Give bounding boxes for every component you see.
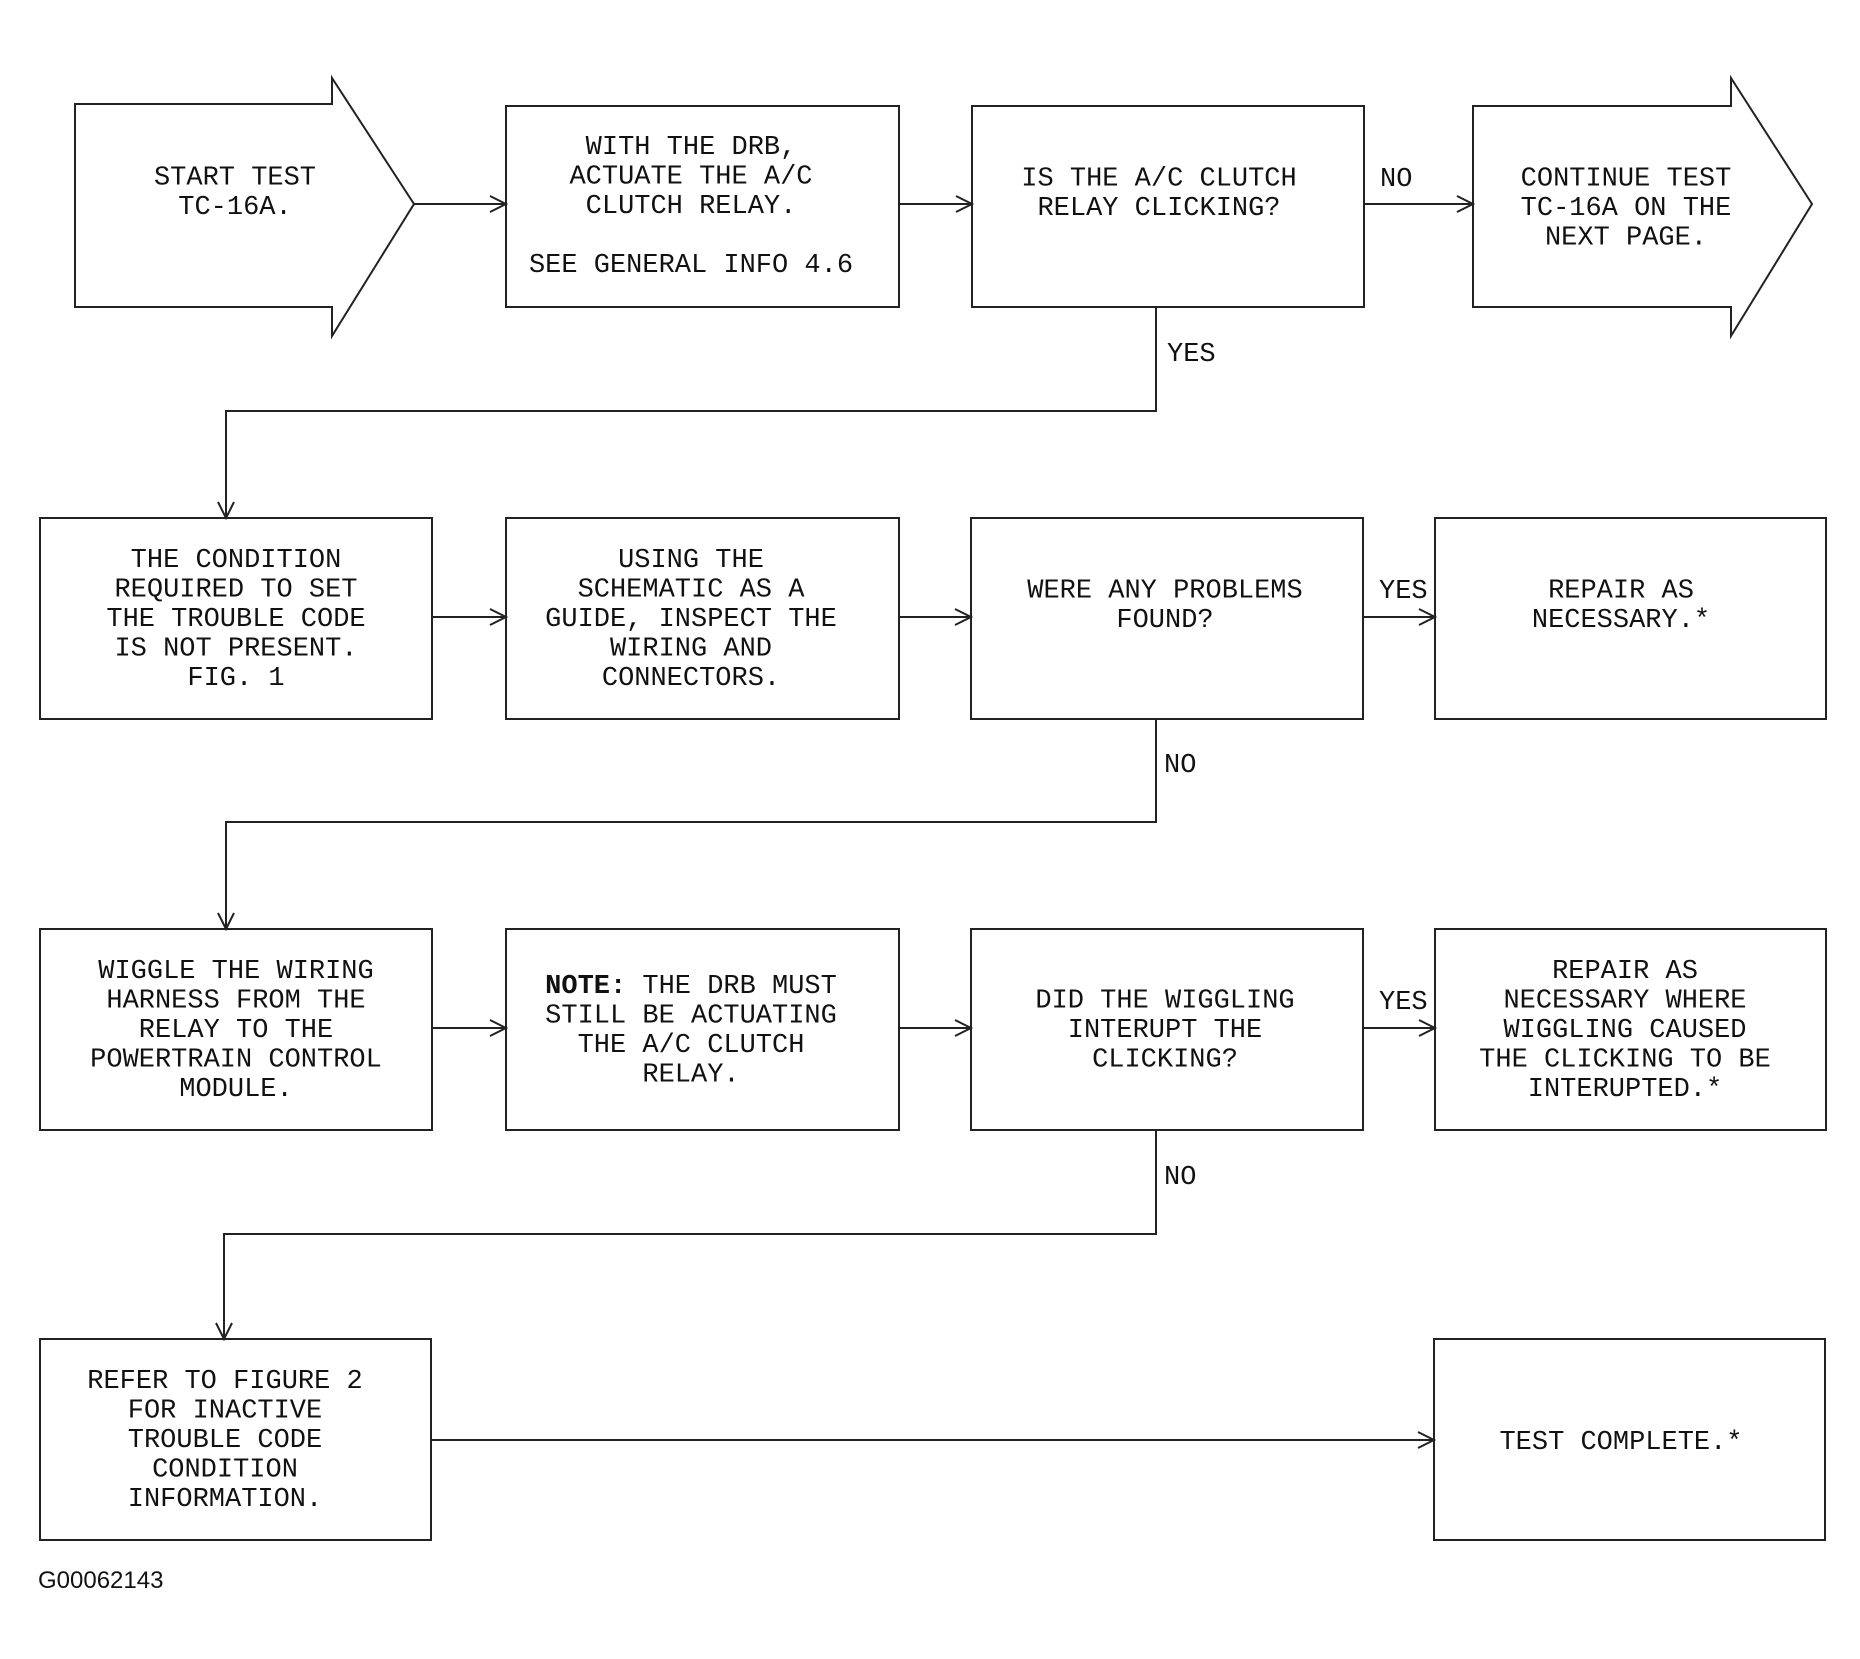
node-text-line: SCHEMATIC AS A	[578, 576, 806, 606]
node-text-line: FIG. 1	[187, 664, 284, 694]
node-text-line: REFER TO FIGURE 2	[87, 1367, 362, 1397]
node-text-line: CONNECTORS.	[602, 664, 780, 694]
label-problems-no: NO	[1164, 751, 1196, 781]
node-text-line: TC-16A.	[178, 193, 291, 223]
node-text-line: MODULE.	[179, 1075, 292, 1105]
node-text-line: REPAIR AS	[1552, 957, 1698, 987]
label-wiggling-no: NO	[1164, 1163, 1196, 1193]
node-text-line: WERE ANY PROBLEMS	[1027, 576, 1302, 606]
node-text-line: WIGGLING CAUSED	[1503, 1016, 1746, 1046]
connector-wiggling-yes-to-repair	[1363, 1019, 1438, 1037]
connector-condition-to-inspect	[432, 608, 509, 626]
node-text-line: TC-16A ON THE	[1521, 194, 1732, 224]
node-text-line: WITH THE DRB,	[586, 133, 797, 163]
node-text-line: FOR INACTIVE	[128, 1397, 322, 1427]
node-text-line: STILL BE ACTUATING	[545, 1001, 837, 1031]
label-problems-yes: YES	[1379, 577, 1428, 607]
node-text-line: CONTINUE TEST	[1521, 165, 1732, 195]
node-text-line: CLICKING?	[1092, 1046, 1238, 1076]
connector-wiggle-to-note	[432, 1019, 509, 1037]
connector-clicking-yes-to-condition	[217, 307, 1157, 521]
connector-note-to-wiggling	[899, 1019, 974, 1037]
node-text-line: WIGGLE THE WIRING	[98, 957, 373, 987]
node-text-line: IS THE A/C CLUTCH	[1021, 164, 1296, 194]
note-prefix: NOTE:	[545, 972, 642, 1002]
node-text-line: THE TROUBLE CODE	[106, 605, 365, 635]
node-text-line: POWERTRAIN CONTROL	[90, 1046, 382, 1076]
node-text-line: RELAY CLICKING?	[1037, 194, 1280, 224]
connector-start-to-actuate	[414, 195, 509, 213]
node-text-line: INTERUPT THE	[1068, 1016, 1262, 1046]
label-clicking-yes: YES	[1167, 340, 1216, 370]
node-text-line: WIRING AND	[610, 635, 772, 665]
node-text-line: THE DRB MUST	[642, 972, 836, 1002]
node-text-line: RELAY.	[642, 1060, 739, 1090]
node-text-line: NECESSARY.*	[1532, 606, 1710, 636]
node-text-line: USING THE	[618, 546, 764, 576]
node-text-line: TEST COMPLETE.*	[1499, 1428, 1742, 1458]
node-text-line: CONDITION	[152, 1456, 298, 1486]
figure-id: G00062143	[38, 1567, 163, 1594]
node-text-line: START TEST	[154, 163, 316, 193]
node-text-line: INTERUPTED.*	[1528, 1075, 1722, 1105]
node-text-line: THE A/C CLUTCH	[578, 1031, 805, 1061]
connector-problems-no-to-wiggle	[217, 719, 1157, 932]
node-text-line: NEXT PAGE.	[1545, 224, 1707, 254]
node-text-line: REPAIR AS	[1548, 576, 1694, 606]
connector-problems-yes-to-repair	[1363, 608, 1438, 626]
node-text-line: NECESSARY WHERE	[1503, 987, 1746, 1017]
node-text-line: THE CLICKING TO BE	[1479, 1046, 1771, 1076]
node-text-line: GUIDE, INSPECT THE	[545, 605, 837, 635]
node-text-line: REQUIRED TO SET	[114, 576, 357, 606]
node-test-complete-text: TEST COMPLETE.*	[1499, 1428, 1742, 1458]
node-test-complete: TEST COMPLETE.*	[1433, 1338, 1826, 1541]
label-clicking-no: NO	[1380, 165, 1412, 195]
node-text-line: IS NOT PRESENT.	[114, 635, 357, 665]
node-text-line: SEE GENERAL INFO 4.6	[529, 251, 853, 281]
connector-wiggling-no-to-refer	[215, 1130, 1157, 1342]
node-text-line: INFORMATION.	[128, 1485, 322, 1515]
node-text-line: TROUBLE CODE	[128, 1426, 322, 1456]
label-wiggling-yes: YES	[1379, 988, 1428, 1018]
node-text-line: RELAY TO THE	[139, 1016, 333, 1046]
node-text-line: CLUTCH RELAY.	[586, 192, 797, 222]
connector-clicking-no-to-continue	[1364, 195, 1476, 213]
node-text-line: ACTUATE THE A/C	[569, 163, 812, 193]
node-text-line: DID THE WIGGLING	[1035, 987, 1294, 1017]
node-text-line: HARNESS FROM THE	[106, 987, 365, 1017]
connector-inspect-to-problems	[899, 608, 974, 626]
node-text-line: FOUND?	[1116, 606, 1213, 636]
connector-refer-to-complete	[431, 1431, 1437, 1449]
connector-actuate-to-clicking	[899, 195, 975, 213]
node-text-line: THE CONDITION	[131, 546, 342, 576]
